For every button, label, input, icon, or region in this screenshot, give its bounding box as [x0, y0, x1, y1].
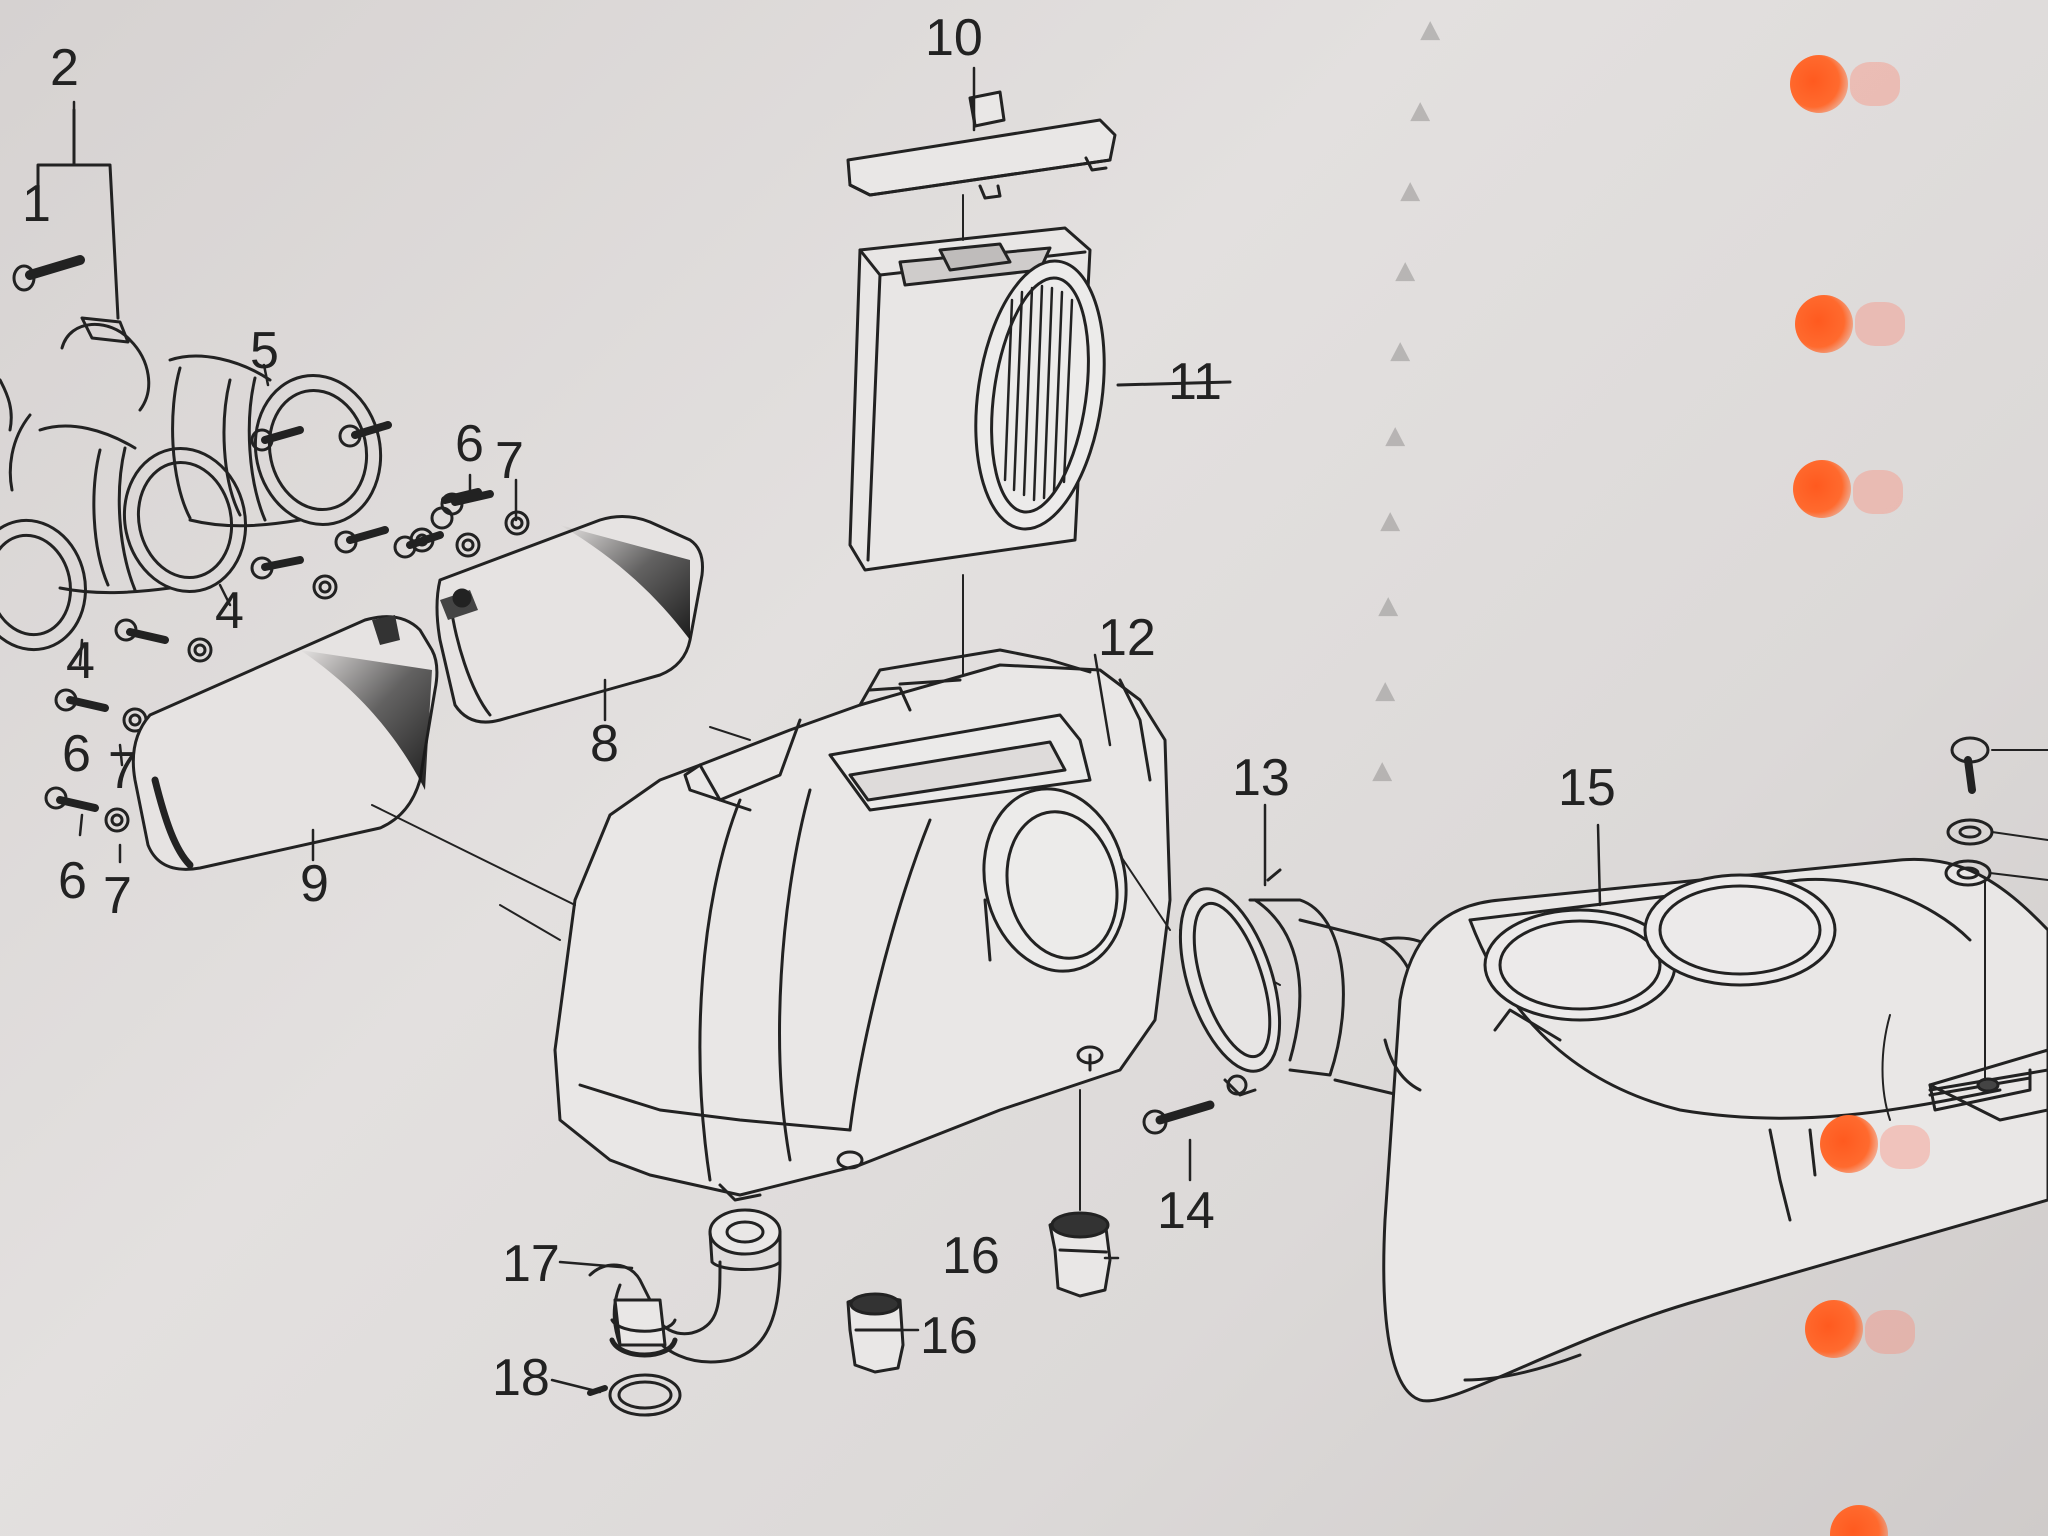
highlight-mark: [1855, 302, 1905, 346]
right-side-hardware: [1944, 736, 2048, 1081]
side-cover-8: [435, 515, 704, 724]
callout-4: 4: [215, 582, 244, 640]
callout-6: 6: [58, 852, 87, 910]
side-cover-9: [131, 615, 439, 871]
highlight-mark: [1853, 470, 1903, 514]
callout-4: 4: [66, 632, 95, 690]
callout-7: 7: [108, 742, 137, 800]
callout-12: 12: [1098, 609, 1156, 667]
highlight-mark: [1880, 1125, 1930, 1169]
callout-1: 1: [22, 175, 51, 233]
callout-7: 7: [495, 432, 524, 490]
highlight-mark: [1793, 460, 1851, 518]
intake-duct-15: [1382, 857, 2048, 1403]
ghost-code: ▲: [1420, 14, 1584, 52]
callout-18: 18: [492, 1349, 550, 1407]
callout-15: 15: [1558, 759, 1616, 817]
ghost-code: ▲: [1395, 255, 1416, 293]
ghost-code: ▲: [1390, 335, 1411, 373]
callout-leaders: [72, 66, 1602, 1394]
callout-9: 9: [300, 855, 329, 913]
callout-7: 7: [103, 867, 132, 925]
bottom-fittings: [587, 1089, 1112, 1417]
ghost-code: ▲: [1410, 95, 1431, 133]
callout-6: 6: [62, 725, 91, 783]
air-cleaner-case-12: [553, 648, 1172, 1202]
air-filter-element-11: [848, 226, 1232, 572]
highlight-mark: [1820, 1115, 1878, 1173]
callout-5: 5: [250, 322, 279, 380]
highlight-mark: [1790, 55, 1848, 113]
callout-14: 14: [1157, 1182, 1215, 1240]
callout-6: 6: [455, 415, 484, 473]
highlight-mark: [1805, 1300, 1863, 1358]
callout-16: 16: [942, 1227, 1000, 1285]
highlight-mark: [1865, 1310, 1915, 1354]
bolt-14: [1142, 1100, 1215, 1135]
callout-2: 2: [50, 39, 79, 97]
highlight-mark: [1795, 295, 1853, 353]
intake-tubes: [0, 108, 383, 652]
callout-16: 16: [920, 1307, 978, 1365]
bolts-and-washers: [12, 255, 530, 833]
ghost-code: ▲: [1378, 590, 1399, 628]
ghost-code: ▲: [1372, 755, 1393, 793]
callout-17: 17: [502, 1235, 560, 1293]
filter-lid-10: [846, 90, 1117, 200]
ghost-code: ▲: [1385, 420, 1406, 458]
ghost-code: ▲: [1375, 675, 1396, 713]
connecting-tube-13: [1178, 868, 1462, 1102]
callout-8: 8: [590, 715, 619, 773]
ghost-code: ▲: [1380, 505, 1401, 543]
ghost-code: ▲: [1400, 175, 1421, 213]
highlight-mark: [1850, 62, 1900, 106]
callout-10: 10: [925, 9, 983, 67]
callout-13: 13: [1232, 749, 1290, 807]
callout-11: 11: [1168, 353, 1222, 411]
